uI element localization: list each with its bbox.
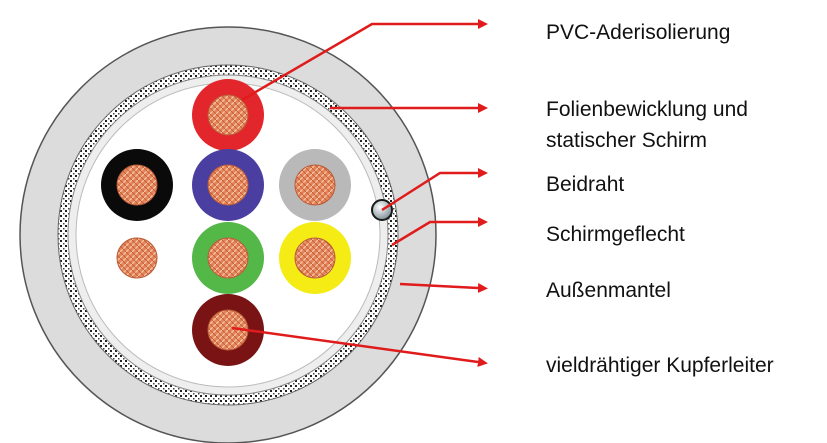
core-red [192, 79, 264, 151]
core-black [101, 149, 173, 221]
copper-conductor [207, 164, 249, 206]
core-green [192, 222, 264, 294]
copper-conductor [294, 237, 336, 279]
label-foil-wrap-line1: Folienbewicklung und [546, 98, 748, 121]
copper-conductor [116, 237, 158, 279]
core-yellow [279, 222, 351, 294]
copper-conductor [207, 94, 249, 136]
core-white [101, 222, 173, 294]
copper-conductor [207, 237, 249, 279]
label-conductor: vieldrähtiger Kupferleiter [546, 354, 774, 377]
pointer-drain-wire [381, 168, 488, 212]
label-foil-wrap-line2: statischer Schirm [546, 129, 708, 152]
core-grey [279, 149, 351, 221]
label-outer-jacket: Außenmantel [546, 279, 671, 302]
pointer-outer-jacket [399, 282, 488, 293]
label-drain-wire: Beidraht [546, 173, 625, 196]
core-brown [192, 294, 264, 366]
pointer-shield-braid [391, 217, 488, 247]
core-blue [192, 149, 264, 221]
copper-conductor [116, 164, 158, 206]
label-shield-braid: Schirmgeflecht [546, 223, 685, 246]
copper-conductor [294, 164, 336, 206]
pointer-pvc-insulation [241, 19, 488, 102]
label-pvc-insulation: PVC-Aderisolierung [546, 21, 731, 44]
pointer-conductor [231, 326, 488, 367]
